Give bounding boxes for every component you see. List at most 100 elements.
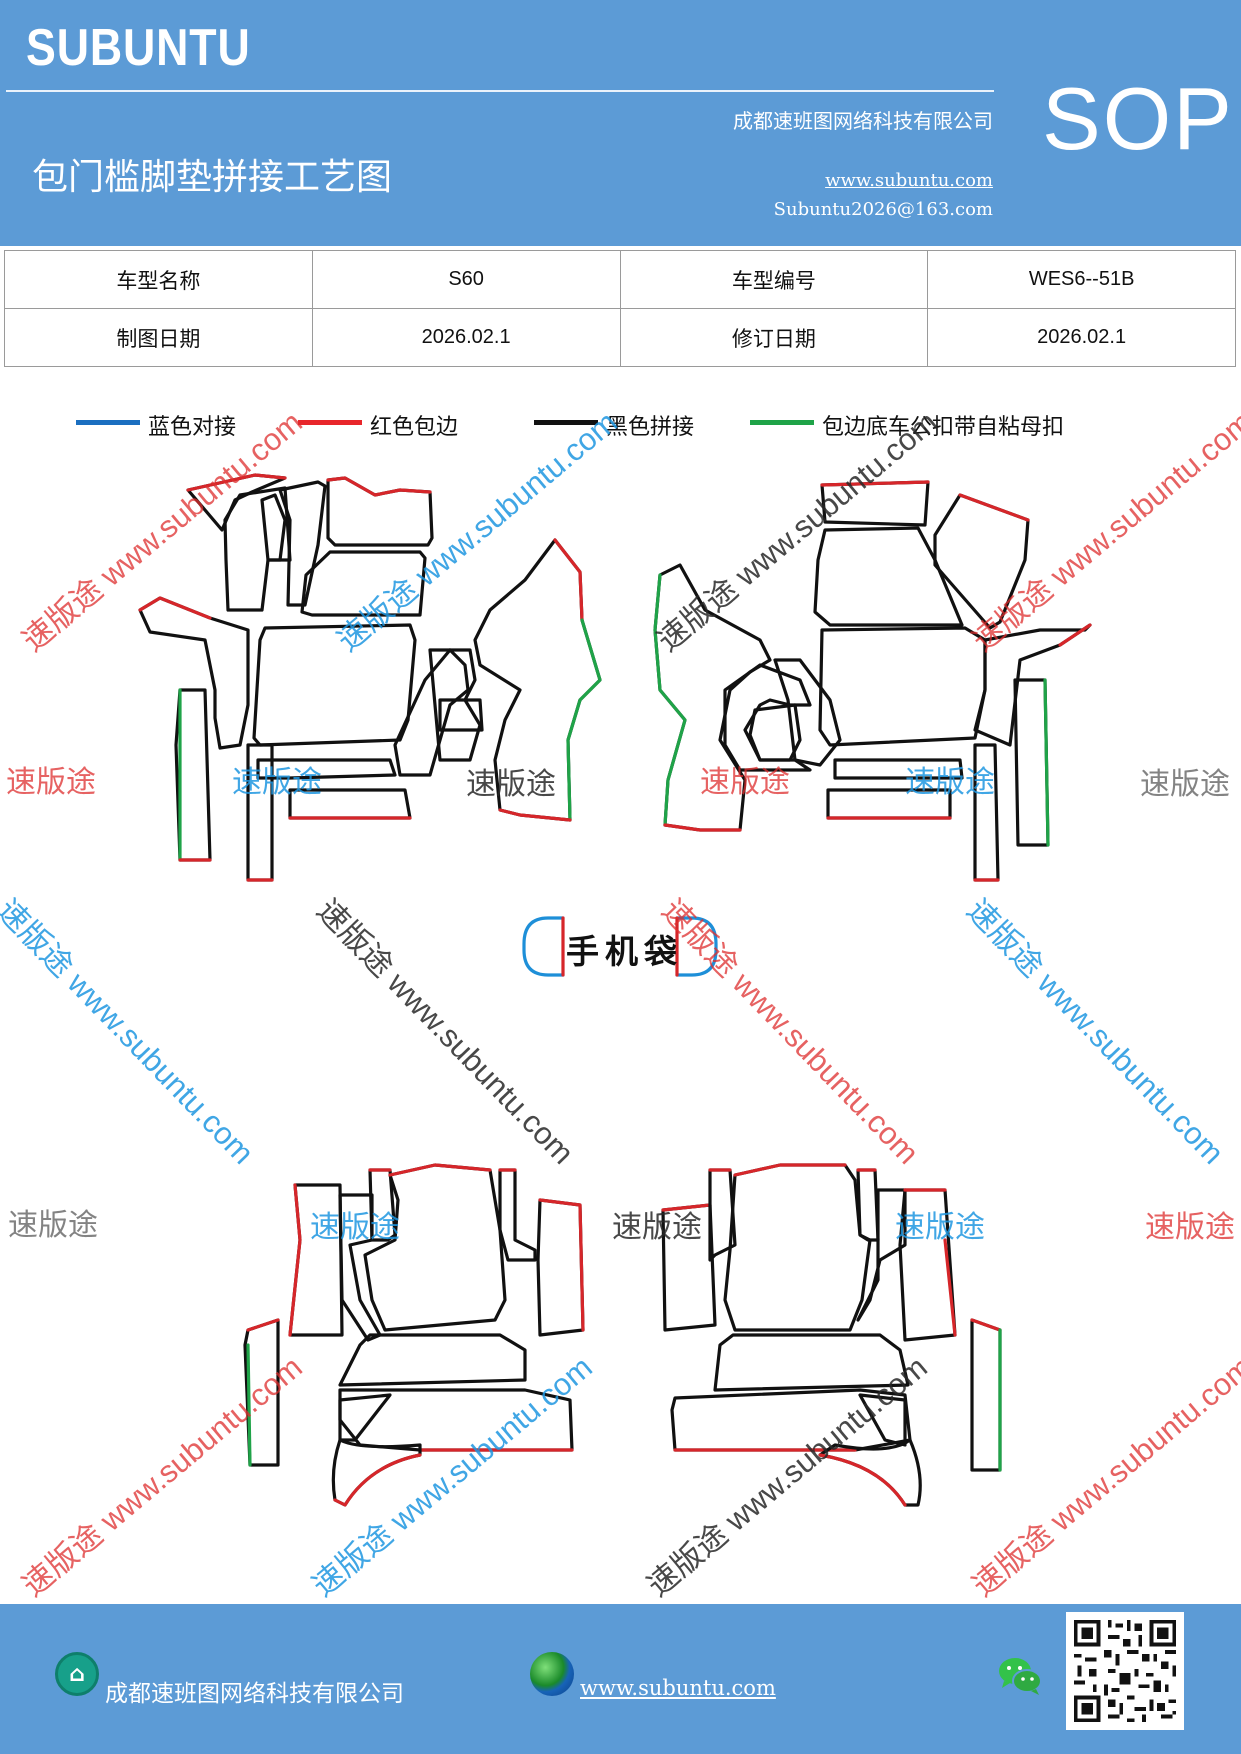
pattern-piece (338, 1393, 392, 1442)
pattern-piece (246, 1318, 280, 1332)
pattern-piece (326, 476, 434, 547)
pattern-piece (973, 623, 1092, 747)
pattern-piece (663, 823, 742, 832)
legend-item-green: 包边底车公扣带自粘母扣 (750, 406, 1065, 440)
front-right-mat-pieces (653, 480, 1092, 882)
pattern-piece (246, 743, 274, 882)
pattern-piece (138, 596, 212, 620)
pattern-piece (723, 663, 812, 772)
revise-date-value: 2026.02.1 (927, 308, 1236, 367)
pattern-piece (856, 1168, 880, 1242)
pattern-piece (773, 658, 842, 767)
legend-swatch (298, 419, 362, 425)
rear-left-mat-pieces (243, 1163, 585, 1507)
pattern-piece (653, 563, 772, 832)
model-name-value: S60 (311, 250, 621, 309)
legend-swatch (76, 419, 140, 425)
pattern-piece (288, 788, 412, 820)
pattern-piece (723, 1163, 872, 1332)
model-name-label: 车型名称 (4, 250, 313, 309)
model-code-label: 车型编号 (619, 250, 929, 309)
pattern-piece (363, 1163, 507, 1332)
header-company: 成都速班图网络科技有限公司 (733, 109, 993, 133)
legend-item-red: 红色包边 (298, 406, 459, 440)
pattern-piece (566, 618, 602, 822)
pattern-piece (326, 476, 432, 497)
pattern-piece (813, 526, 964, 627)
header-divider (6, 90, 994, 92)
pattern-piece (973, 743, 1000, 882)
pattern-piece (498, 808, 572, 822)
home-icon: ⌂ (55, 1652, 99, 1696)
pattern-piece (661, 1203, 712, 1212)
pattern-piece (826, 788, 952, 820)
legend-item-blue: 蓝色对接 (76, 406, 237, 440)
pattern-piece (278, 480, 327, 607)
pattern-piece (820, 480, 930, 487)
pattern-piece (288, 1183, 302, 1337)
pattern-piece (733, 1163, 847, 1177)
vehicle-info-table: 车型名称 S60 车型编号 WES6--51B 制图日期 2026.02.1 修… (4, 250, 1236, 367)
pattern-piece (536, 1198, 585, 1337)
page-footer: ⌂ 成都速班图网络科技有限公司 www.subuntu.com (0, 1604, 1241, 1754)
qr-code[interactable] (1066, 1612, 1184, 1730)
footer-company: 成都速班图网络科技有限公司 (105, 1681, 404, 1707)
table-row: 制图日期 2026.02.1 修订日期 2026.02.1 (4, 308, 1236, 367)
front-left-mat-pieces (138, 473, 602, 882)
page-header: SUBUNTU 成都速班图网络科技有限公司 包门槛脚垫拼接工艺图 www.sub… (0, 0, 1241, 246)
pattern-piece (138, 596, 250, 750)
pattern-piece (338, 1388, 574, 1452)
rear-right-mat-pieces (661, 1163, 1002, 1507)
pattern-piece (388, 1163, 492, 1177)
pattern-piece (818, 626, 987, 747)
pattern-piece (670, 1388, 912, 1452)
wechat-icon (999, 1658, 1042, 1695)
pattern-piece (970, 1318, 1002, 1332)
pattern-piece (1043, 678, 1050, 847)
pattern-piece (256, 758, 397, 780)
pattern-piece (252, 623, 417, 747)
pattern-piece (820, 480, 930, 527)
legend-label: 红色包边 (370, 415, 459, 440)
legend-item-black: 黑色拼接 (534, 406, 695, 440)
header-website-link[interactable]: www.subuntu.com (825, 170, 993, 191)
pattern-piece (338, 1333, 527, 1387)
legend-label: 黑色拼接 (606, 415, 695, 440)
pattern-piece (970, 1318, 1002, 1472)
pattern-piece (428, 648, 482, 762)
pattern-piece (833, 758, 964, 780)
brand-logo: SUBUNTU (26, 19, 251, 77)
model-code-value: WES6--51B (927, 250, 1236, 309)
pattern-piece (856, 1188, 907, 1322)
pattern-piece (958, 493, 1030, 522)
pattern-piece (653, 573, 687, 827)
sop-badge: SOP (1042, 69, 1234, 168)
pattern-piece (438, 698, 484, 732)
phone-bag-piece (522, 916, 718, 977)
revise-date-label: 修订日期 (619, 308, 929, 367)
pattern-piece (300, 550, 427, 617)
legend-label: 包边底车公扣带自粘母扣 (822, 415, 1065, 440)
legend-swatch (750, 419, 814, 425)
header-email[interactable]: Subuntu2026@163.com (773, 199, 993, 220)
pattern-piece (338, 1193, 382, 1342)
draw-date-label: 制图日期 (4, 308, 313, 367)
pattern-piece (661, 1203, 717, 1332)
pattern-piece (858, 1393, 907, 1447)
pattern-piece (186, 473, 287, 492)
table-row: 车型名称 S60 车型编号 WES6--51B (4, 250, 1236, 309)
pattern-piece (713, 1333, 910, 1392)
legend-label: 蓝色对接 (148, 415, 237, 440)
pattern-piece (1058, 623, 1092, 647)
pattern-piece (903, 1188, 957, 1337)
pattern-piece (246, 1343, 252, 1467)
phone-bag-label: 手机袋 (566, 932, 683, 971)
pattern-piece (818, 1453, 907, 1507)
pattern-piece (393, 648, 470, 777)
pattern-piece (553, 538, 584, 622)
footer-website-link[interactable]: www.subuntu.com (580, 1676, 776, 1700)
document-title: 包门槛脚垫拼接工艺图 (32, 157, 393, 198)
pattern-piece (333, 1453, 422, 1507)
pattern-piece (538, 1198, 585, 1332)
